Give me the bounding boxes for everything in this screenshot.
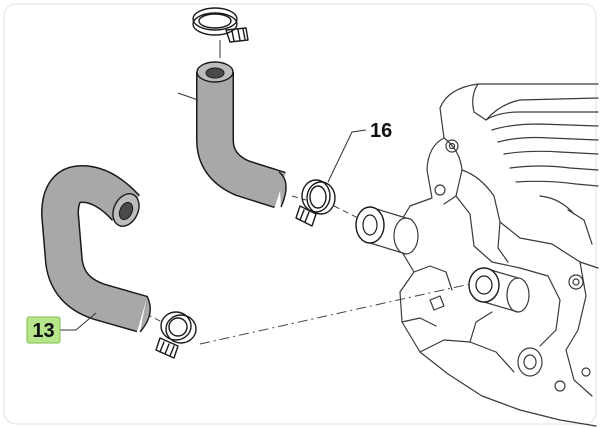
- callout-16-leader: [327, 129, 367, 183]
- assembly-line-lower-port: [199, 283, 471, 345]
- diagram-frame: [3, 3, 597, 425]
- callout-13-leader: [60, 312, 97, 331]
- callout-13[interactable]: 13: [26, 312, 97, 344]
- assembly-line-upper-hose: [291, 195, 307, 201]
- lower-hose: [41, 165, 151, 333]
- engine-bolt: [517, 347, 543, 377]
- callout-13-label: 13: [32, 320, 54, 342]
- hose-clamp-lower: [155, 311, 197, 359]
- callout-16[interactable]: 16: [327, 120, 392, 183]
- callout-13-highlight: [26, 316, 61, 344]
- upper-hose: [196, 61, 287, 209]
- engine-port-lower: [468, 267, 530, 313]
- assembly-line-upper-port: [333, 205, 359, 219]
- hose-clamp-top: [192, 7, 249, 43]
- engine-block: [397, 83, 599, 427]
- callout-16-label: 16: [370, 120, 392, 142]
- upper-hose-leader: [177, 92, 199, 101]
- hose-clamp-16: [295, 179, 336, 227]
- engine-port-upper: [355, 206, 419, 255]
